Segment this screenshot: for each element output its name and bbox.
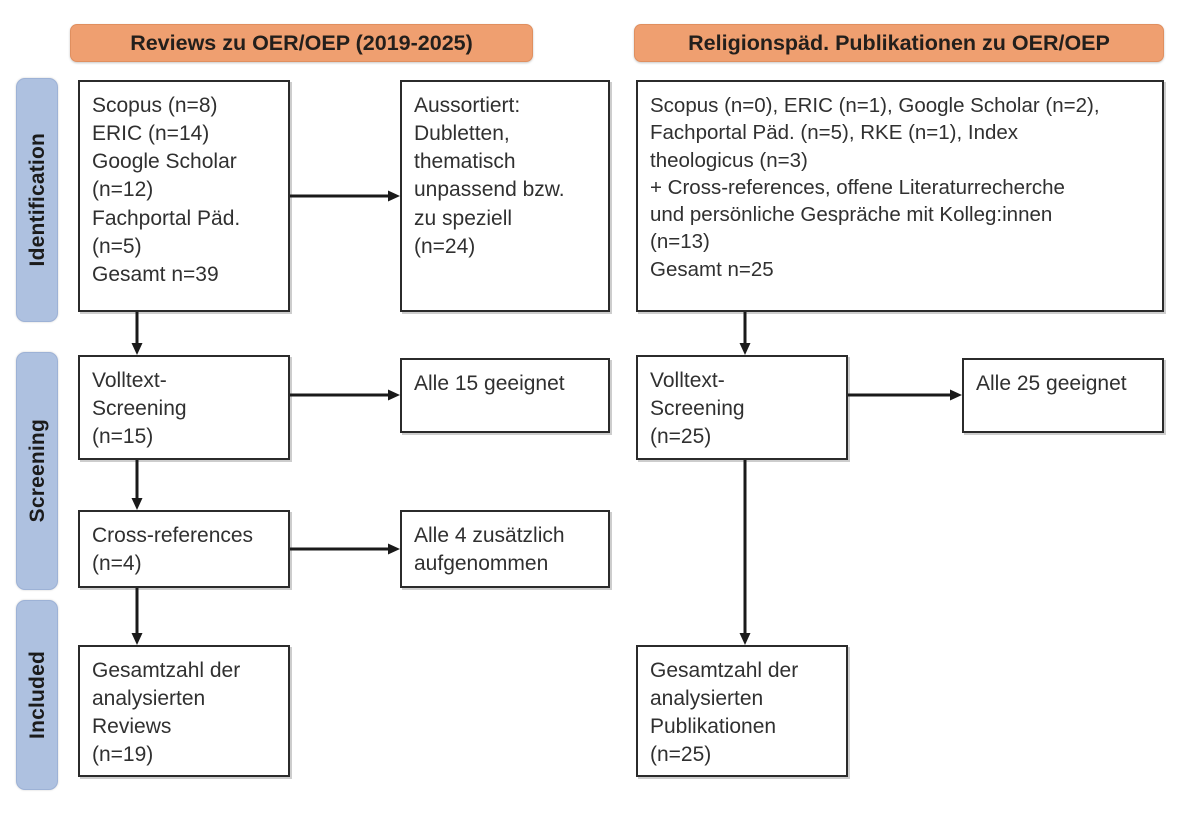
box-line: ERIC (n=14) [92, 122, 210, 146]
box-right-identification: Scopus (n=0), ERIC (n=1), Google Scholar… [636, 80, 1164, 312]
box-line: Fachportal Päd. [92, 206, 241, 230]
box-left-crossref-result: Alle 4 zusätzlich aufgenommen [400, 510, 610, 588]
box-line: theologicus (n=3) [650, 148, 808, 172]
phase-label-included: Included [25, 651, 49, 739]
box-line: Scopus (n=0), ERIC (n=1), Google Scholar… [650, 94, 1100, 117]
box-line: Dubletten, [414, 122, 510, 146]
box-line: Scopus (n=8) [92, 94, 218, 117]
box-line: (n=24) [414, 234, 476, 258]
box-right-screening-result: Alle 25 geeignet [962, 358, 1164, 433]
arrow-left-screening-to-crossref [131, 460, 143, 510]
box-right-included: Gesamtzahl der analysierten Publikatione… [636, 645, 848, 777]
box-line: und persönliche Gespräche mit Kolleg:inn… [650, 203, 1053, 226]
column-header-publikationen: Religionspäd. Publikationen zu OER/OEP [634, 24, 1164, 62]
phase-label-identification: Identification [25, 133, 49, 267]
box-left-screening-result: Alle 15 geeignet [400, 358, 610, 433]
box-left-screening: Volltext- Screening (n=15) [78, 355, 290, 460]
arrow-left-crossref-to-result [290, 543, 400, 555]
arrow-left-ident-to-excluded [290, 190, 400, 202]
box-line: (n=13) [650, 230, 710, 254]
box-line: unpassend bzw. [414, 178, 565, 202]
box-line: (n=19) [92, 743, 154, 767]
box-line: (n=15) [92, 425, 154, 449]
box-left-identification: Scopus (n=8) ERIC (n=14) Google Scholar … [78, 80, 290, 312]
box-line: Gesamt n=25 [650, 257, 774, 281]
arrow-right-screening-to-included [739, 460, 751, 645]
box-line: Gesamt n=39 [92, 262, 219, 286]
box-line: (n=25) [650, 743, 712, 767]
box-line: Volltext- [92, 369, 167, 392]
box-left-crossref: Cross-references (n=4) [78, 510, 290, 588]
box-line: Gesamtzahl der [92, 659, 241, 682]
box-line: analysierten [650, 687, 764, 711]
box-line: (n=12) [92, 178, 154, 202]
box-line: (n=4) [92, 552, 142, 576]
arrow-left-crossref-to-included [131, 588, 143, 645]
box-line: Screening [92, 397, 187, 421]
box-line: (n=25) [650, 425, 712, 449]
box-line: Reviews [92, 715, 172, 739]
box-line: Volltext- [650, 369, 725, 392]
box-line: (n=5) [92, 234, 142, 258]
arrow-left-ident-to-screening [131, 312, 143, 355]
box-line: Cross-references [92, 524, 254, 547]
box-right-screening: Volltext- Screening (n=25) [636, 355, 848, 460]
phase-pill-included: Included [16, 600, 58, 790]
box-line: Gesamtzahl der [650, 659, 799, 682]
box-line: + Cross-references, offene Literaturrech… [650, 175, 1065, 199]
box-line: zu speziell [414, 206, 513, 230]
column-header-publikationen-label: Religionspäd. Publikationen zu OER/OEP [688, 30, 1110, 55]
arrow-right-screening-to-result [848, 389, 962, 401]
box-line: Alle 4 zusätzlich [414, 524, 565, 547]
box-left-included: Gesamtzahl der analysierten Reviews (n=1… [78, 645, 290, 777]
box-line: Publikationen [650, 715, 777, 739]
box-line: Aussortiert: [414, 94, 521, 117]
box-line: aufgenommen [414, 552, 549, 576]
box-line: Google Scholar [92, 150, 237, 174]
box-line: Fachportal Päd. (n=5), RKE (n=1), Index [650, 121, 1019, 145]
box-line: analysierten [92, 687, 206, 711]
phase-pill-identification: Identification [16, 78, 58, 322]
column-header-reviews-label: Reviews zu OER/OEP (2019-2025) [130, 30, 473, 55]
box-line: Screening [650, 397, 745, 421]
box-left-excluded: Aussortiert: Dubletten, thematisch unpas… [400, 80, 610, 312]
box-line: Alle 25 geeignet [976, 372, 1127, 395]
phase-label-screening: Screening [25, 419, 49, 523]
phase-pill-screening: Screening [16, 352, 58, 590]
arrow-left-screening-to-result [290, 389, 400, 401]
box-line: Alle 15 geeignet [414, 372, 565, 395]
box-line: thematisch [414, 150, 516, 174]
column-header-reviews: Reviews zu OER/OEP (2019-2025) [70, 24, 533, 62]
arrow-right-ident-to-screening [739, 312, 751, 355]
